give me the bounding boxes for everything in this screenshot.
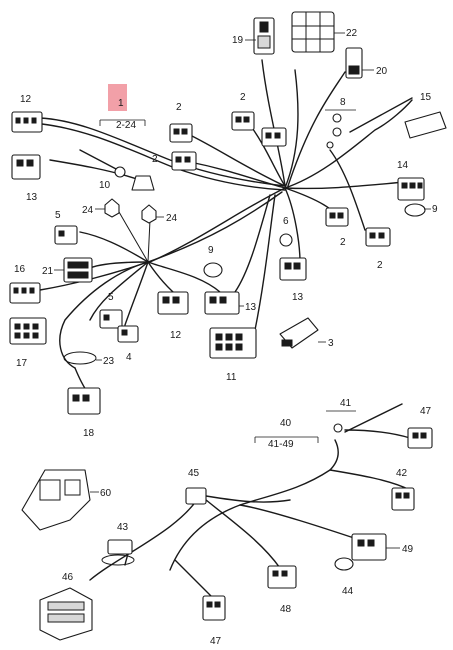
connector-49 xyxy=(351,533,387,561)
label-2-a: 2 xyxy=(176,102,182,113)
connector-48 xyxy=(267,565,297,589)
label-2-c: 2 xyxy=(240,92,246,103)
connector-3 xyxy=(279,317,319,349)
label-11: 11 xyxy=(226,372,237,383)
connector-21 xyxy=(63,257,93,283)
label-15: 15 xyxy=(420,92,432,103)
label-5-b: 5 xyxy=(108,292,114,303)
lower-wiring-harness xyxy=(89,429,411,601)
label-1-range: 2-24 xyxy=(116,120,136,131)
label-2-b: 2 xyxy=(152,154,158,165)
connector-47-bottom xyxy=(202,595,226,621)
label-47-bottom: 47 xyxy=(210,636,222,647)
label-40: 40 xyxy=(280,418,292,429)
label-21: 21 xyxy=(42,266,54,277)
label-2-e: 2 xyxy=(377,260,383,271)
connector-12-lower xyxy=(157,291,189,315)
connector-11 xyxy=(209,327,257,359)
connector-22 xyxy=(291,11,335,53)
connector-13-right xyxy=(279,257,307,281)
label-10: 10 xyxy=(99,180,111,191)
connector-2-c xyxy=(231,111,255,131)
label-40-range: 41-49 xyxy=(268,439,294,450)
connector-16 xyxy=(9,282,41,304)
connector-17 xyxy=(9,317,47,345)
cable-tie-41 xyxy=(333,403,403,433)
connector-5-b xyxy=(99,309,123,329)
connector-43 xyxy=(101,539,135,566)
grommet-44 xyxy=(334,557,354,571)
connector-42 xyxy=(391,487,415,511)
label-4: 4 xyxy=(126,352,132,363)
connector-12-top xyxy=(11,111,43,133)
label-13-left: 13 xyxy=(26,192,38,203)
connector-2-b xyxy=(171,151,197,171)
connector-47-top xyxy=(407,427,433,449)
label-60: 60 xyxy=(100,488,112,499)
label-3: 3 xyxy=(328,338,334,349)
bolt-10 xyxy=(79,149,126,178)
label-8: 8 xyxy=(340,97,346,108)
cable-tie-23 xyxy=(63,351,97,365)
label-17: 17 xyxy=(16,358,28,369)
connector-2-d xyxy=(261,127,287,147)
connector-46 xyxy=(39,587,93,641)
clip-2-24 xyxy=(131,175,155,191)
connector-14 xyxy=(397,177,425,201)
label-24-a: 24 xyxy=(82,205,94,216)
connector-15 xyxy=(404,111,447,139)
label-48: 48 xyxy=(280,604,292,615)
label-43: 43 xyxy=(117,522,129,533)
label-46: 46 xyxy=(62,572,74,583)
label-14: 14 xyxy=(397,160,409,171)
connector-20 xyxy=(345,47,363,79)
connector-2-a xyxy=(169,123,193,143)
label-16: 16 xyxy=(14,264,26,275)
label-13-middle: 13 xyxy=(245,302,257,313)
connector-19 xyxy=(253,17,275,55)
label-19: 19 xyxy=(232,35,244,46)
connector-4 xyxy=(117,325,139,343)
label-1: 1 xyxy=(118,98,124,109)
label-9-right: 9 xyxy=(432,204,438,215)
label-49: 49 xyxy=(402,544,414,555)
label-42: 42 xyxy=(396,468,408,479)
label-41: 41 xyxy=(340,398,352,409)
connector-5-a xyxy=(54,225,78,245)
clip-24-a xyxy=(104,198,120,218)
label-9-left: 9 xyxy=(208,245,214,256)
bolt-6 xyxy=(279,233,293,247)
connector-2-f xyxy=(365,227,391,247)
label-44: 44 xyxy=(342,586,354,597)
clip-24-b xyxy=(141,204,157,224)
label-6: 6 xyxy=(283,216,289,227)
label-5-a: 5 xyxy=(55,210,61,221)
label-20: 20 xyxy=(376,66,388,77)
label-47-top: 47 xyxy=(420,406,432,417)
label-13-right: 13 xyxy=(292,292,304,303)
cable-tie-8 xyxy=(326,97,413,149)
grommet-9-right xyxy=(404,203,426,217)
label-22: 22 xyxy=(346,28,358,39)
grommet-9-left xyxy=(203,262,223,278)
label-18: 18 xyxy=(83,428,95,439)
label-2-d: 2 xyxy=(340,237,346,248)
connector-13-left xyxy=(11,154,41,180)
label-12-lower: 12 xyxy=(170,330,182,341)
label-12-top: 12 xyxy=(20,94,32,105)
connector-45 xyxy=(185,487,207,505)
label-45: 45 xyxy=(188,468,200,479)
highlight-box-1 xyxy=(108,84,127,111)
label-24-b: 24 xyxy=(166,213,178,224)
connector-2-e xyxy=(325,207,349,227)
bracket-60 xyxy=(21,469,91,531)
connector-13-middle xyxy=(204,291,240,315)
label-23: 23 xyxy=(103,356,115,367)
connector-18 xyxy=(67,387,101,415)
